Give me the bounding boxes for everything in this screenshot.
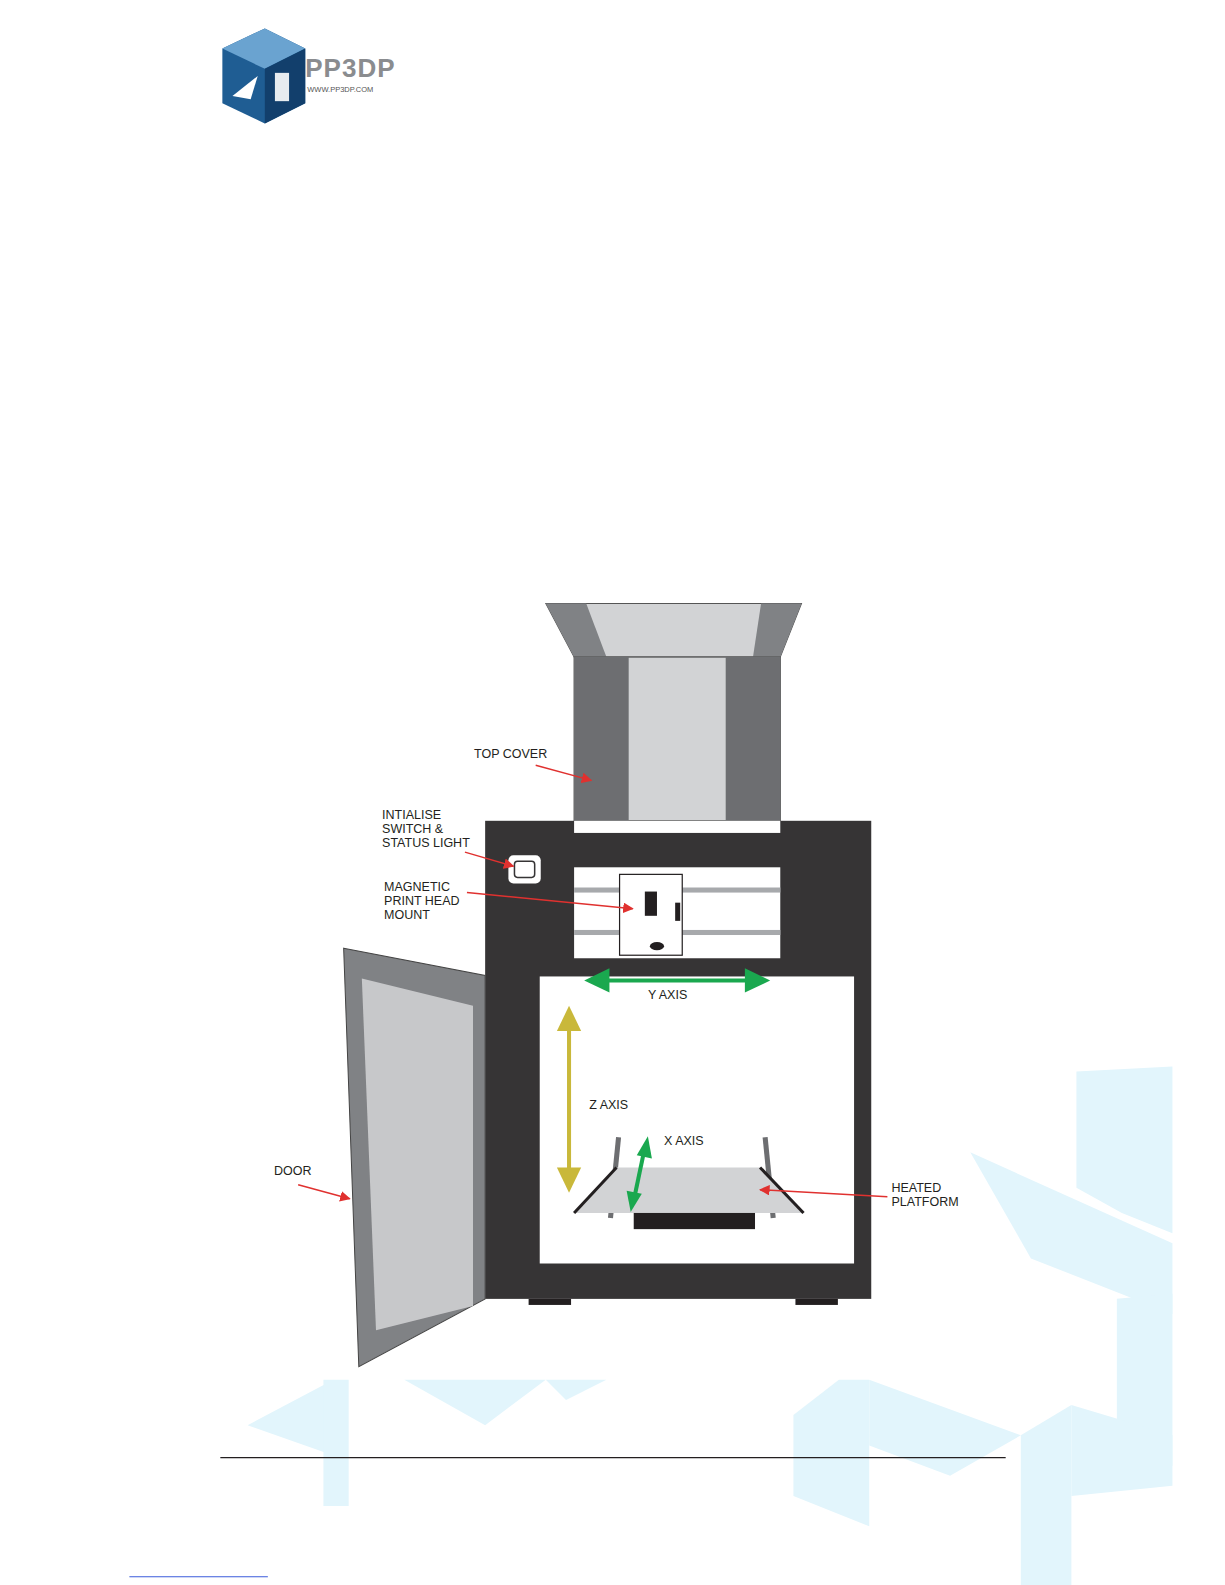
part-label: HEATED PLATFORM (891, 1181, 972, 1209)
part-label: TOP COVER (474, 747, 547, 761)
top-cover (546, 603, 802, 820)
logo-cube (222, 28, 305, 123)
door (344, 948, 486, 1366)
footer-rule (220, 1457, 1005, 1458)
initialise-switch (508, 855, 540, 883)
axis-label: X AXIS (664, 1134, 704, 1148)
axis-arrows (557, 968, 770, 1212)
axis-label: Z AXIS (589, 1098, 628, 1112)
print-head-mount (620, 874, 683, 955)
part-label: DOOR (274, 1164, 312, 1178)
footer-link-underline (129, 1576, 267, 1577)
logo-wordmark: PP3DP (305, 53, 395, 83)
axis-label: Y AXIS (648, 988, 687, 1002)
heated-platform (574, 1137, 803, 1229)
part-label: MAGNETIC PRINT HEAD MOUNT (384, 880, 473, 922)
printer-body (485, 821, 871, 1305)
leader-lines (298, 765, 887, 1199)
part-label: INTIALISE SWITCH & STATUS LIGHT (382, 808, 483, 850)
logo-url: WWW.PP3DP.COM (307, 85, 373, 94)
